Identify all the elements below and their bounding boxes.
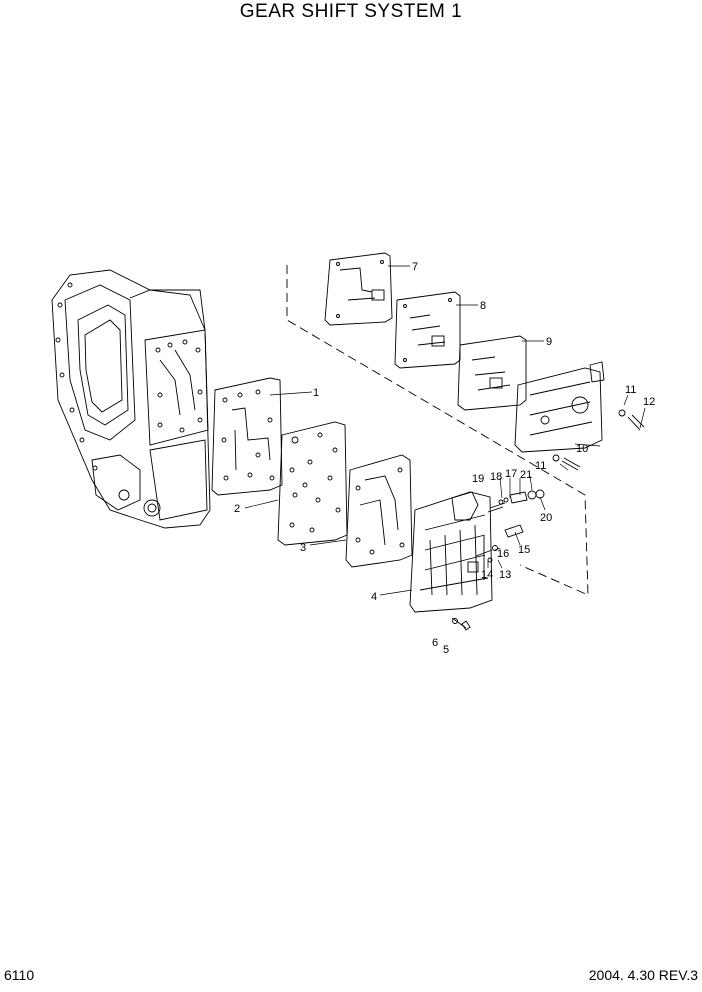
- callout-labels: 1 2 3 4 5 6 7 8 9 10 11 11 12 13 14 15 1…: [234, 261, 655, 656]
- callout-1: 1: [313, 387, 319, 399]
- callout-11-upper: 11: [625, 384, 636, 396]
- plate-8: [394, 291, 461, 369]
- intermediate-plate-2: [277, 421, 348, 546]
- bolt-5-6: [451, 617, 471, 631]
- page-title: GEAR SHIFT SYSTEM 1: [239, 1, 463, 22]
- callout-20: 20: [540, 512, 552, 524]
- callout-16: 16: [497, 548, 509, 560]
- callout-14: 14: [481, 569, 493, 581]
- callout-9: 9: [546, 336, 552, 348]
- callout-11-lower: 11: [535, 460, 546, 472]
- callout-7: 7: [412, 261, 418, 273]
- intermediate-plate-1: [211, 377, 283, 496]
- callout-6: 6: [432, 637, 438, 649]
- page-number: 6110: [4, 967, 35, 983]
- callout-21: 21: [520, 469, 532, 481]
- callout-3: 3: [300, 542, 306, 554]
- valve-body-10: [514, 361, 605, 453]
- plate-9: [457, 335, 527, 411]
- valve-block-4: [409, 491, 493, 613]
- callout-15: 15: [518, 544, 530, 556]
- callout-13: 13: [499, 569, 511, 581]
- intermediate-plate-3: [345, 454, 413, 568]
- callout-8: 8: [480, 300, 486, 312]
- plate-7: [324, 252, 393, 326]
- assembly-guide-line: [286, 265, 589, 596]
- callout-18: 18: [490, 471, 502, 483]
- callout-19: 19: [472, 473, 484, 485]
- bolt-11-12: [618, 409, 645, 431]
- callout-5: 5: [443, 644, 449, 656]
- bolt-11-lower: [552, 454, 581, 471]
- callout-2: 2: [234, 503, 240, 515]
- callout-12: 12: [643, 396, 655, 408]
- callout-17: 17: [505, 468, 517, 480]
- revision-date: 2004. 4.30 REV.3: [588, 967, 698, 983]
- callout-10: 10: [576, 443, 588, 455]
- leader-lines: [244, 265, 646, 596]
- transmission-housing: [51, 269, 211, 529]
- callout-4: 4: [371, 591, 377, 603]
- small-components: [475, 489, 545, 580]
